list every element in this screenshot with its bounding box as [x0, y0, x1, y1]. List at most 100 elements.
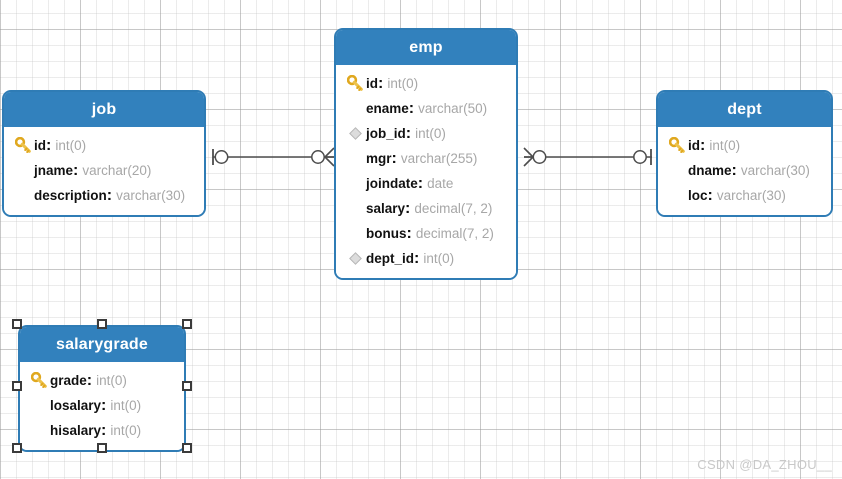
entity-title-dept[interactable]: dept — [658, 92, 831, 127]
field-row[interactable]: ename:varchar(50) — [336, 96, 516, 121]
field-separator: : — [46, 136, 52, 154]
entity-title-salarygrade[interactable]: salarygrade — [20, 327, 184, 362]
primary-key-icon — [28, 372, 50, 390]
field-name: grade — [50, 373, 87, 388]
relationship-job-emp[interactable] — [200, 140, 342, 176]
field-type: int(0) — [110, 423, 142, 438]
field-type: varchar(30) — [740, 163, 810, 178]
entity-fields-salarygrade: grade:int(0)losalary:int(0)hisalary:int(… — [20, 362, 184, 450]
field-name: id — [688, 138, 700, 153]
field-icon-none — [344, 150, 366, 168]
field-name: dname — [688, 163, 732, 178]
field-name: losalary — [50, 398, 102, 413]
field-row[interactable]: loc:varchar(30) — [658, 183, 831, 208]
field-row[interactable]: grade:int(0) — [20, 368, 184, 393]
foreign-key-icon-svg — [348, 127, 362, 140]
resize-handle-n[interactable] — [97, 319, 107, 329]
entity-fields-dept: id:int(0)dname:varchar(30)loc:varchar(30… — [658, 127, 831, 215]
field-row[interactable]: jname:varchar(20) — [4, 158, 204, 183]
field-type: varchar(50) — [418, 101, 488, 116]
entity-title-job[interactable]: job — [4, 92, 204, 127]
foreign-key-icon-svg — [348, 252, 362, 265]
resize-handle-nw[interactable] — [12, 319, 22, 329]
field-icon-none — [344, 175, 366, 193]
field-separator: : — [391, 149, 397, 167]
primary-key-icon-svg — [30, 372, 47, 388]
primary-key-icon — [344, 75, 366, 93]
field-separator: : — [700, 136, 706, 154]
field-name: dept_id — [366, 251, 415, 266]
primary-key-icon-svg — [668, 137, 685, 153]
field-separator: : — [73, 161, 79, 179]
field-icon-none — [28, 397, 50, 415]
field-type: date — [427, 176, 454, 191]
field-type: int(0) — [110, 398, 142, 413]
field-type: varchar(30) — [716, 188, 786, 203]
entity-fields-emp: id:int(0)ename:varchar(50)job_id:int(0)m… — [336, 65, 516, 278]
field-row[interactable]: id:int(0) — [336, 71, 516, 96]
resize-handle-s[interactable] — [97, 443, 107, 453]
field-row[interactable]: dept_id:int(0) — [336, 246, 516, 271]
field-icon-none — [344, 200, 366, 218]
field-type: int(0) — [387, 76, 419, 91]
field-icon-none — [12, 162, 34, 180]
watermark-text: CSDN @DA_ZHOU__ — [697, 457, 832, 472]
field-name: joindate — [366, 176, 418, 191]
field-name: job_id — [366, 126, 406, 141]
resize-handle-w[interactable] — [12, 381, 22, 391]
field-type: int(0) — [96, 373, 127, 388]
field-name: description — [34, 188, 107, 203]
field-separator: : — [731, 161, 737, 179]
field-type: varchar(20) — [82, 163, 152, 178]
resize-handle-e[interactable] — [182, 381, 192, 391]
field-name: mgr — [366, 151, 392, 166]
field-separator: : — [101, 396, 107, 414]
field-name: hisalary — [50, 423, 102, 438]
primary-key-icon — [666, 137, 688, 155]
field-type: decimal(7, 2) — [414, 201, 493, 216]
field-row[interactable]: hisalary:int(0) — [20, 418, 184, 443]
field-type: varchar(30) — [116, 188, 186, 203]
field-row[interactable]: losalary:int(0) — [20, 393, 184, 418]
field-name: loc — [688, 188, 708, 203]
foreign-key-icon — [344, 250, 366, 268]
field-separator: : — [101, 421, 107, 439]
field-name: jname — [34, 163, 74, 178]
field-row[interactable]: description:varchar(30) — [4, 183, 204, 208]
resize-handle-se[interactable] — [182, 443, 192, 453]
field-separator: : — [408, 99, 415, 117]
field-type: varchar(255) — [400, 151, 478, 166]
resize-handle-sw[interactable] — [12, 443, 22, 453]
field-separator: : — [414, 249, 420, 267]
field-icon-none — [28, 422, 50, 440]
field-row[interactable]: id:int(0) — [658, 133, 831, 158]
field-separator: : — [378, 74, 384, 92]
field-icon-none — [344, 225, 366, 243]
entity-title-emp[interactable]: emp — [336, 30, 516, 65]
field-row[interactable]: job_id:int(0) — [336, 121, 516, 146]
field-row[interactable]: id:int(0) — [4, 133, 204, 158]
field-separator: : — [417, 174, 424, 192]
field-name: bonus — [366, 226, 407, 241]
entity-fields-job: id:int(0)jname:varchar(20)description:va… — [4, 127, 204, 215]
foreign-key-icon — [344, 125, 366, 143]
field-separator: : — [707, 186, 713, 204]
relationship-emp-dept[interactable] — [514, 140, 660, 176]
field-row[interactable]: salary:decimal(7, 2) — [336, 196, 516, 221]
field-name: id — [366, 76, 378, 91]
field-separator: : — [405, 199, 411, 217]
resize-handle-ne[interactable] — [182, 319, 192, 329]
field-row[interactable]: bonus:decimal(7, 2) — [336, 221, 516, 246]
field-icon-none — [12, 187, 34, 205]
field-type: decimal(7, 2) — [415, 226, 494, 241]
field-icon-none — [344, 100, 366, 118]
field-row[interactable]: joindate:date — [336, 171, 516, 196]
field-row[interactable]: dname:varchar(30) — [658, 158, 831, 183]
field-row[interactable]: mgr:varchar(255) — [336, 146, 516, 171]
field-icon-none — [666, 187, 688, 205]
